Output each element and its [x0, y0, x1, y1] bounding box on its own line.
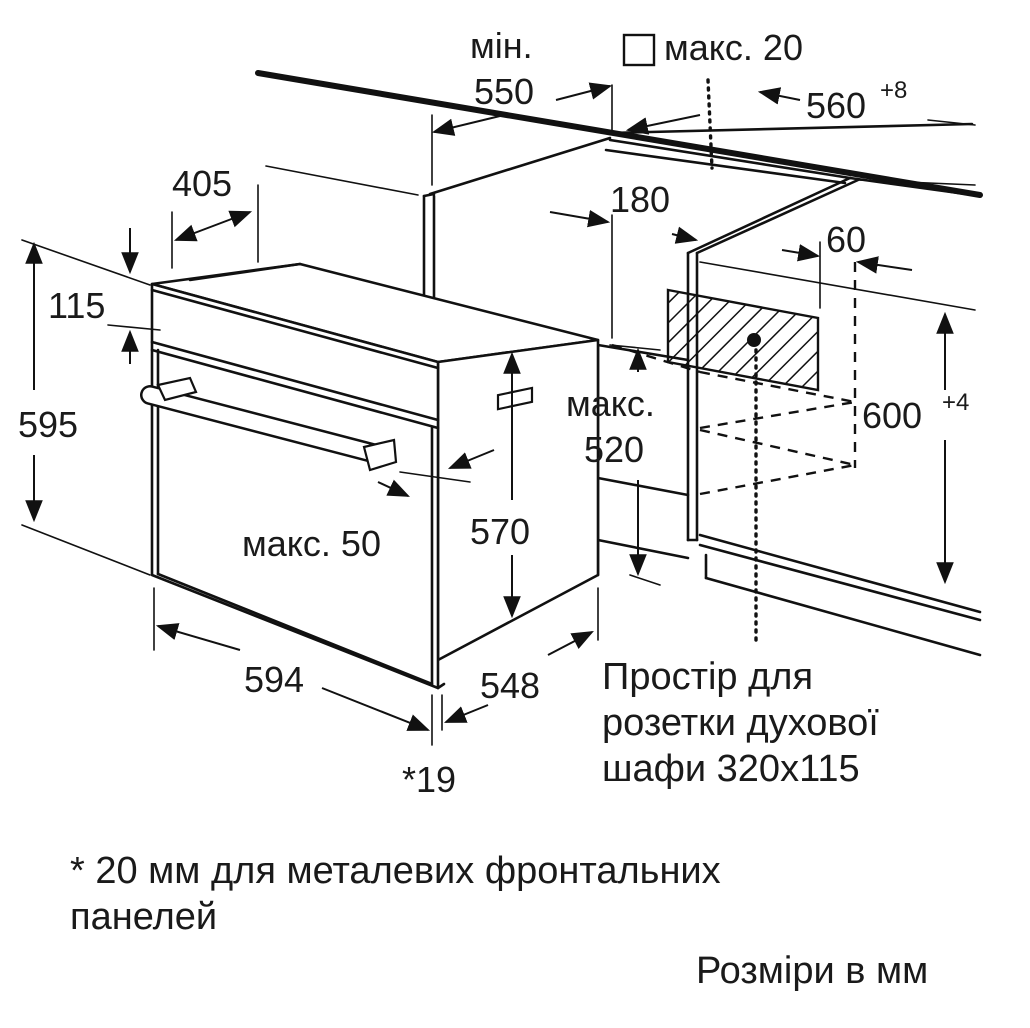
- label-19: *19: [402, 759, 456, 800]
- label-180: 180: [610, 179, 670, 220]
- label-595: 595: [18, 404, 78, 445]
- label-560: 560: [806, 85, 866, 126]
- label-570: 570: [470, 511, 530, 552]
- label-600-tol: +4: [942, 389, 969, 416]
- label-560-tol: +8: [880, 77, 907, 104]
- socket-zone: [622, 33, 820, 642]
- label-405: 405: [172, 163, 232, 204]
- dimension-labels: мін. 550 макс. 20 560 +8 405 180 60 115 …: [18, 25, 969, 800]
- label-115: 115: [48, 285, 105, 326]
- dimension-lines: [21, 82, 976, 746]
- label-594: 594: [244, 659, 304, 700]
- label-max520-val: 520: [584, 429, 644, 470]
- label-60: 60: [826, 219, 866, 260]
- label-600: 600: [862, 395, 922, 436]
- label-max520-top: макс.: [566, 383, 655, 424]
- label-max50: макс. 50: [242, 523, 381, 564]
- oven-handle: [140, 376, 398, 472]
- oven: [150, 262, 600, 690]
- label-min: мін.: [470, 25, 533, 66]
- label-550: 550: [474, 71, 534, 112]
- label-max20: макс. 20: [664, 27, 803, 68]
- label-548: 548: [480, 665, 540, 706]
